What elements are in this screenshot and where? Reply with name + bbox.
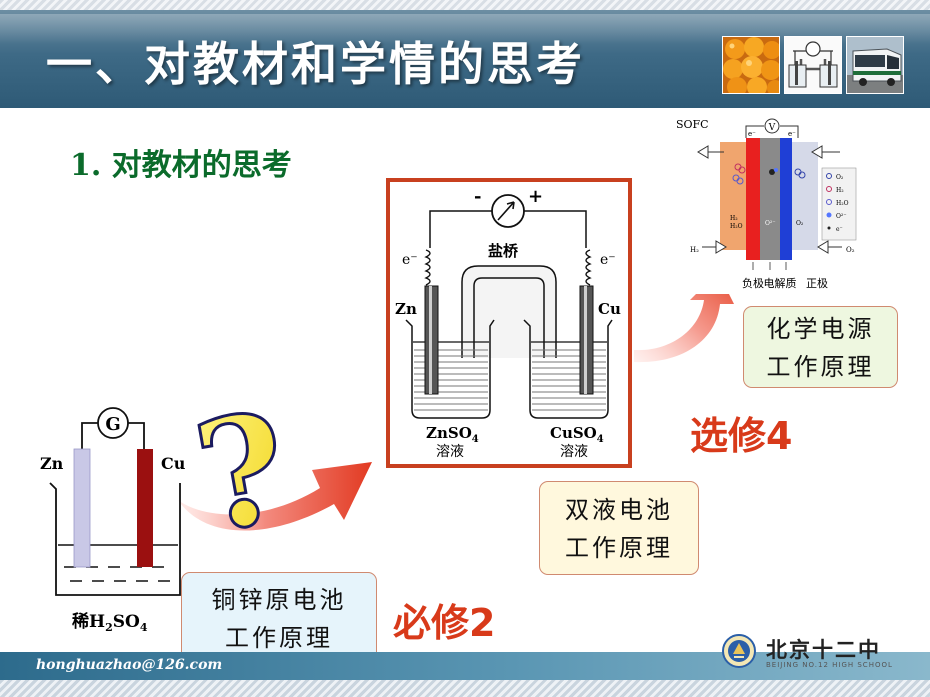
electron-left-label: e⁻ [402,252,418,268]
cuso4-solution-word: 溶液 [560,444,588,460]
ammeter-icon [491,194,525,228]
electrolyte-layer [760,138,780,260]
meter-plus-label: + [528,186,543,207]
cathode-gas-channel [792,142,818,250]
voltmeter-label: V [768,123,776,133]
svg-text:H₂: H₂ [730,215,738,222]
svg-text:H₂O: H₂O [730,223,743,230]
caption-line: 工作原理 [565,534,673,562]
caption-line: 化学电源 [766,315,875,343]
sofc-electrolyte-label: 电解质 [764,276,797,290]
oranges-thumbnail [722,36,783,97]
svg-text:e⁻: e⁻ [836,226,843,233]
svg-text:H₂: H₂ [690,246,699,254]
question-mark-icon: ? [182,377,302,569]
caption-line: 铜锌原电池 [211,586,347,614]
galvanometer-label: G [105,414,120,435]
apparatus-thumbnail [784,36,842,94]
circuit-wire [81,422,145,457]
exhaust-right-arrow [811,145,840,159]
bus-thumbnail [846,36,904,94]
sofc-cathode-label: 正极 [806,276,828,290]
sofc-diagram: SOFC V e⁻ e⁻ H₂ O₂ H₂ H₂O O²⁻ O₂ O₂ H₂ H… [672,112,862,294]
svg-text:H₂O: H₂O [836,200,849,207]
slide-title: 一、对教材和学情的思考 [46,37,585,91]
svg-text:?: ? [184,379,301,568]
school-logo-icon [722,634,756,668]
cathode-layer [780,138,792,260]
svg-text:O₂: O₂ [846,246,855,254]
inlet-right-arrow [817,240,842,254]
caption-line: 双液电池 [565,496,673,524]
external-wire [429,210,587,248]
anode-label: Zn [40,454,64,473]
cu-electrode-label: Cu [598,300,621,318]
zinc-electrode [73,448,91,568]
caption-line: 工作原理 [225,624,333,652]
left-beaker [405,285,495,419]
school-name-english: BEIJING NO.12 HIGH SCHOOL [766,661,893,669]
author-email: honghuazhao@126.com [36,657,223,673]
footer-bar [0,652,930,680]
meter-minus-label: - [474,186,481,207]
voltmeter-icon [764,118,780,134]
anode-layer [746,138,760,260]
course-required-2: 必修2 [393,601,496,645]
svg-text:e⁻: e⁻ [748,130,756,138]
sofc-anode-label: 负极 [742,276,764,290]
galvanometer-icon [97,407,129,439]
daniell-cell-diagram: - + e⁻ e⁻ 盐桥 Zn Cu ZnSO4 溶液 CuSO4 溶液 [395,186,621,460]
svg-text:O₂: O₂ [836,174,844,181]
wire-coils [424,249,592,286]
chemical-power-caption: 化学电源 工作原理 [743,306,898,388]
salt-bridge-label: 盐桥 [488,242,519,260]
arrow-to-sofc [634,272,734,363]
double-liquid-caption: 双液电池 工作原理 [539,481,699,575]
section-heading: 1. 对教材的思考 [70,148,292,183]
school-name: 北京十二中 [766,637,881,662]
voltaic-cell-caption: 铜锌原电池 工作原理 [181,572,377,663]
voltaic-cell-diagram: G Zn Cu 稀H2SO4 [40,407,186,634]
znso4-solution-word: 溶液 [436,444,464,460]
svg-text:H₂: H₂ [836,187,844,194]
svg-text:O²⁻: O²⁻ [836,213,847,220]
svg-text:O₂: O₂ [796,220,804,227]
top-decor-stripe [0,0,930,12]
znso4-label: ZnSO4 [426,424,479,445]
caption-line: 工作原理 [766,353,875,381]
course-elective-4: 选修4 [690,414,793,458]
exhaust-left-arrow [697,145,724,159]
copper-electrode [137,449,153,567]
footer-decor-stripe [0,680,930,697]
sofc-label: SOFC [676,118,709,131]
inlet-left-arrow [702,240,727,254]
right-beaker [523,285,613,419]
svg-text:e⁻: e⁻ [788,130,796,138]
beaker-outline [49,482,181,596]
zn-electrode-label: Zn [395,300,417,318]
anode-gas-channel [720,142,746,250]
cuso4-label: CuSO4 [550,424,604,445]
electrolyte-label: 稀H2SO4 [72,611,148,634]
cathode-label: Cu [161,454,186,473]
electron-right-label: e⁻ [600,252,616,268]
salt-bridge-tube [461,265,557,358]
arrow-to-daniell [178,462,372,531]
liquid-hatching [64,566,170,582]
svg-text:O²⁻: O²⁻ [765,220,776,227]
